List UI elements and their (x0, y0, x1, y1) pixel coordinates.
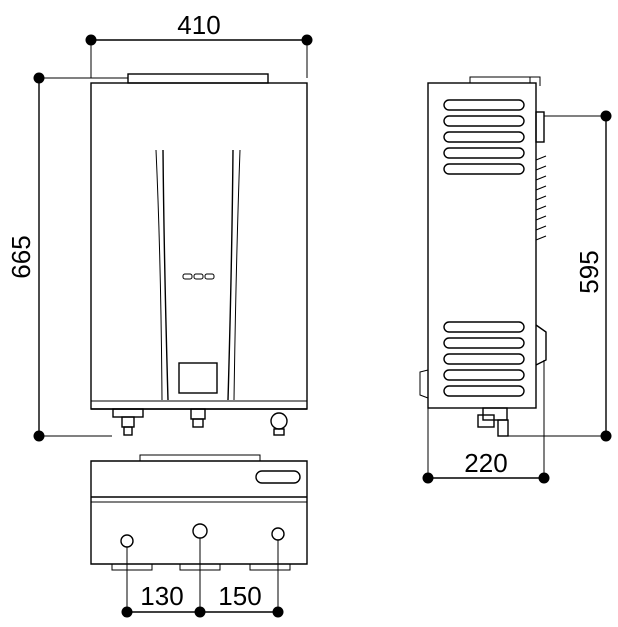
front-view (90, 73, 308, 436)
front-connectors (112, 408, 288, 436)
connection-hole-center (192, 523, 208, 539)
front-body (90, 82, 308, 410)
connection-hole-left (120, 534, 134, 548)
bottom-view (90, 454, 308, 571)
front-panel-left-edge (162, 149, 169, 401)
mount-bracket-top (535, 111, 545, 143)
bottom-view-body (90, 460, 308, 565)
dimension-spacing-left-label: 130 (140, 581, 183, 611)
dimension-spacing: 130 150 (121, 538, 284, 618)
dimension-depth-label: 220 (464, 448, 507, 478)
display-window (178, 362, 218, 394)
side-vents-lower (443, 321, 525, 397)
connection-hole-right (271, 527, 285, 541)
dimension-width: 410 (85, 10, 313, 78)
side-vents-upper (443, 99, 525, 175)
dimension-height: 665 (6, 72, 128, 442)
dimension-mount-height: 595 (520, 110, 612, 442)
front-panel-right-edge (227, 149, 234, 401)
dimension-spacing-right-label: 150 (218, 581, 261, 611)
front-top-cap (127, 73, 269, 84)
side-connector (477, 407, 520, 437)
dimension-width-label: 410 (177, 10, 220, 40)
side-view (419, 76, 547, 437)
side-fins (535, 155, 547, 241)
control-knobs (182, 273, 215, 280)
mount-bracket-bottom (535, 324, 547, 366)
dimension-depth: 220 (422, 360, 550, 484)
dimension-height-label: 665 (6, 235, 36, 278)
bottom-view-slot (255, 470, 301, 484)
dimension-mount-height-label: 595 (574, 250, 604, 293)
